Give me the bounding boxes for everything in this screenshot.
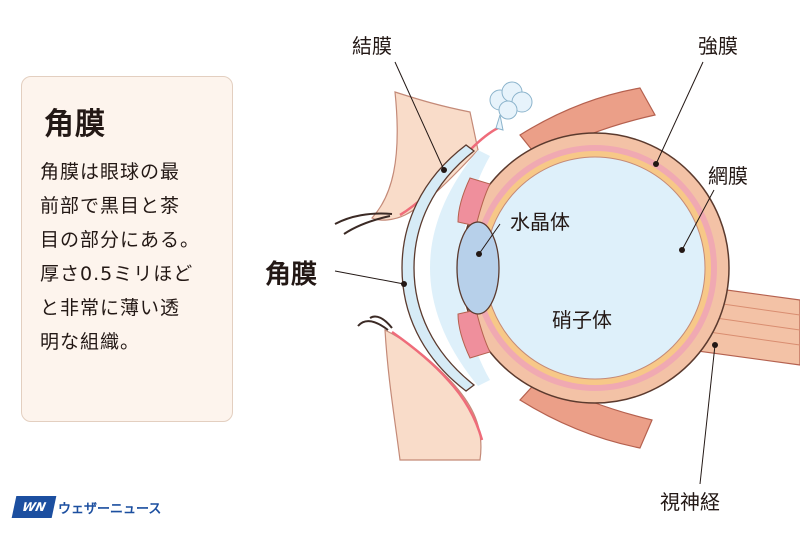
lens xyxy=(456,221,500,315)
upper-eyelid xyxy=(371,91,479,221)
label-optic-nerve: 視神経 xyxy=(660,490,720,514)
lacrimal-gland xyxy=(489,81,533,131)
label-lens: 水晶体 xyxy=(510,210,570,234)
upper-eyelash xyxy=(334,212,393,235)
label-sclera: 強膜 xyxy=(698,34,738,58)
vitreous-body xyxy=(484,156,706,380)
brand-mark: WN xyxy=(11,496,57,518)
label-vitreous: 硝子体 xyxy=(552,308,612,332)
info-card: 角膜 角膜は眼球の最 前部で黒目と茶 目の部分にある。 厚さ0.5ミリほど と非… xyxy=(21,76,233,422)
lower-eyelash xyxy=(357,315,393,331)
card-title: 角膜 xyxy=(44,107,106,142)
brand-logo: WN ウェザーニュース xyxy=(11,496,162,518)
label-retina: 網膜 xyxy=(708,164,748,188)
leader-lines xyxy=(334,61,716,485)
brand-name: ウェザーニュース xyxy=(58,501,162,517)
label-cornea: 角膜 xyxy=(265,260,318,290)
leader-dots xyxy=(401,161,718,348)
cornea xyxy=(401,144,476,392)
card-description: 角膜は眼球の最 前部で黒目と茶 目の部分にある。 厚さ0.5ミリほど と非常に薄… xyxy=(40,161,201,353)
conjunctiva-lower-line xyxy=(391,330,484,441)
label-conjunctiva: 結膜 xyxy=(352,34,392,58)
